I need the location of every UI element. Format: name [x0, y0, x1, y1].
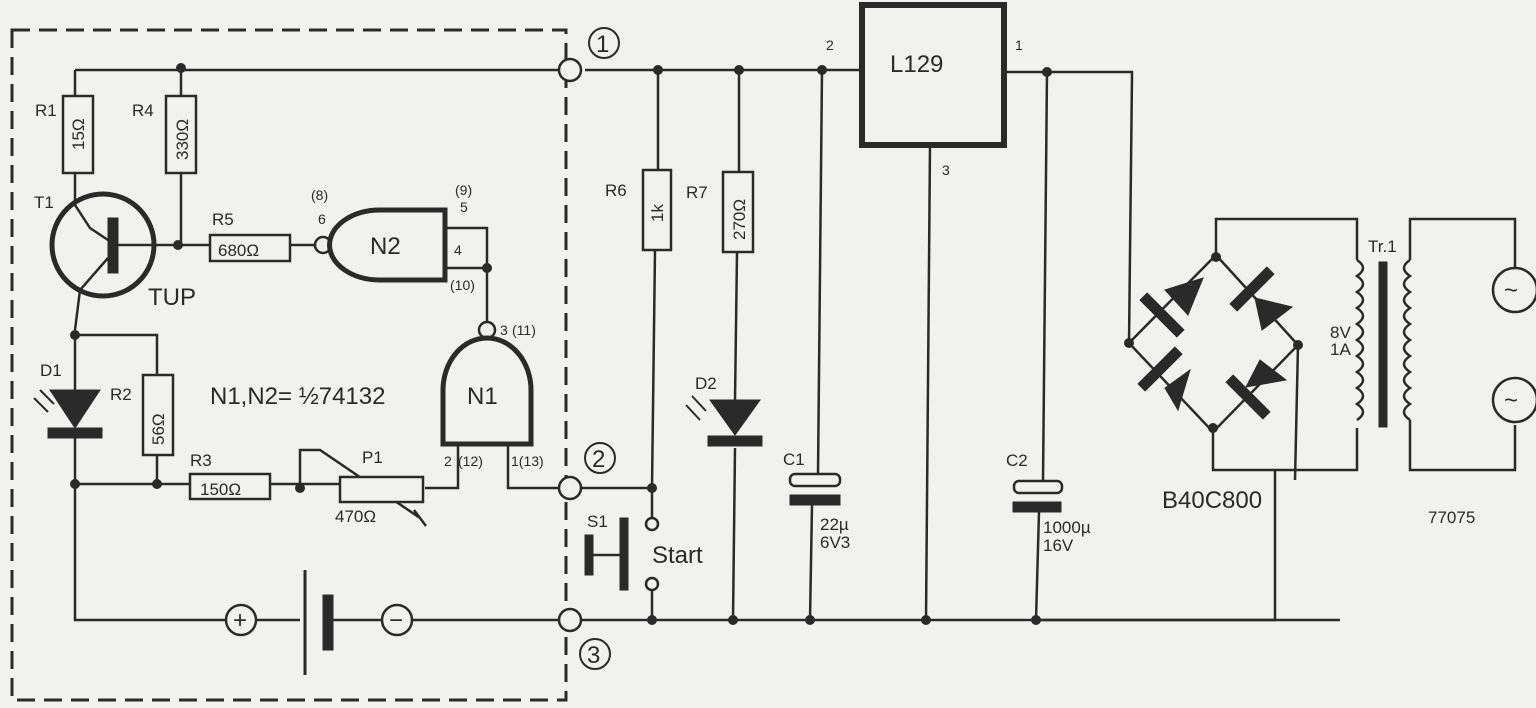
t1-type: TUP — [148, 284, 196, 311]
n2-pin-b-alt: (10) — [450, 277, 475, 293]
c1-voltage: 6V3 — [820, 533, 850, 552]
s1-label: Start — [652, 542, 703, 569]
mains-terminal-1 — [1491, 266, 1536, 314]
resistor-r4 — [164, 94, 198, 175]
l129-pin-in: 2 — [826, 37, 834, 53]
regulator-l129 — [859, 2, 1007, 148]
s1-contact-bottom — [644, 576, 660, 592]
mains-symbol-2: ~ — [1504, 387, 1518, 414]
transformer-current: 1A — [1330, 340, 1351, 359]
bridge-rectifier — [1124, 252, 1303, 434]
resistor-r7 — [721, 170, 755, 254]
r2-value: 56Ω — [149, 413, 168, 445]
r5-ref: R5 — [212, 210, 234, 229]
l129-pin-out: 1 — [1015, 37, 1023, 53]
battery-short-plate — [322, 594, 334, 651]
transformer-ref: Tr.1 — [1368, 237, 1397, 256]
terminal-3 — [557, 607, 583, 633]
battery-plus-terminal — [224, 603, 258, 637]
battery-minus-label: − — [389, 607, 403, 634]
c1-value: 22µ — [820, 515, 849, 534]
n2-pin-a: 5 — [460, 199, 468, 215]
capacitor-c2 — [1012, 479, 1064, 495]
transformer-core — [1378, 261, 1388, 428]
battery-plus-label: + — [233, 607, 247, 634]
mains-symbol-1: ~ — [1504, 277, 1518, 304]
c2-ref: C2 — [1006, 451, 1028, 470]
d1-ref: D1 — [40, 361, 62, 380]
terminal-2-label: 2 — [592, 446, 605, 473]
r1-value: 15Ω — [69, 118, 88, 150]
c2-voltage: 16V — [1043, 536, 1074, 555]
r3-ref: R3 — [190, 451, 212, 470]
ic-note: N1,N2= ½74132 — [210, 383, 385, 410]
l129-label: L129 — [890, 51, 943, 78]
n1-pin-out-alt: (11) — [512, 322, 536, 338]
r3-value: 150Ω — [200, 480, 241, 499]
r6-ref: R6 — [605, 181, 627, 200]
pushbutton-s1[interactable] — [619, 517, 629, 591]
n2-pin-b: 4 — [454, 242, 462, 258]
n2-pin-out-alt: (8) — [311, 187, 328, 203]
d2-ref: D2 — [695, 374, 717, 393]
gate-n2 — [327, 207, 448, 283]
r5-value: 680Ω — [218, 241, 259, 260]
d1-light-rays-icon — [33, 389, 55, 413]
transformer-voltage: 8V — [1330, 323, 1351, 342]
n1-pin-b: 1(13) — [511, 453, 544, 469]
t1-base-bar — [107, 217, 119, 274]
module-boundary — [10, 28, 568, 702]
top-rail — [73, 68, 862, 95]
terminal-1-badge — [588, 27, 620, 59]
n1-pin-a-alt: (12) — [458, 453, 483, 469]
potentiometer-p1 — [338, 475, 425, 504]
led-d1 — [49, 389, 101, 429]
transformer-primary — [1402, 258, 1413, 422]
s1-ref: S1 — [587, 512, 608, 531]
mains-terminal-2 — [1491, 376, 1536, 424]
led-d2 — [709, 399, 761, 436]
c1-ref: C1 — [783, 450, 805, 469]
r7-value: 270Ω — [730, 199, 749, 240]
r6-value: 1k — [648, 204, 667, 222]
r1-ref: R1 — [35, 101, 57, 120]
terminal-3-label: 3 — [587, 642, 600, 669]
transformer-secondary — [1354, 258, 1365, 422]
p1-value: 470Ω — [335, 507, 376, 526]
figure-id: 77075 — [1428, 508, 1475, 527]
n1-pin-a: 2 — [444, 453, 452, 469]
t1-ref: T1 — [34, 193, 54, 212]
d2-light-rays-icon — [685, 395, 707, 421]
n1-label: N1 — [467, 383, 498, 410]
s1-contact-top — [644, 516, 660, 532]
c2-value: 1000µ — [1043, 518, 1091, 537]
terminal-1 — [557, 57, 583, 83]
terminal-2 — [557, 475, 583, 501]
r4-ref: R4 — [132, 101, 154, 120]
resistor-r1 — [61, 94, 95, 175]
gate-n1 — [440, 335, 534, 447]
terminal-1-label: 1 — [596, 31, 609, 58]
resistor-r5 — [208, 233, 292, 263]
resistor-r3 — [188, 472, 272, 501]
r2-ref: R2 — [110, 385, 132, 404]
n2-label: N2 — [370, 233, 401, 260]
capacitor-c1 — [788, 472, 842, 488]
resistor-r6 — [641, 168, 673, 252]
terminal-3-badge — [579, 638, 611, 670]
n1-pin-out: 3 — [500, 322, 508, 338]
terminal-2-badge — [584, 442, 616, 474]
r4-value: 330Ω — [173, 119, 192, 160]
resistor-r2 — [141, 373, 175, 457]
p1-ref: P1 — [362, 448, 383, 467]
bridge-label: B40C800 — [1162, 487, 1262, 514]
r7-ref: R7 — [686, 183, 708, 202]
n2-pin-out: 6 — [318, 211, 326, 227]
l129-pin-gnd: 3 — [942, 162, 950, 178]
n2-pin-a-alt: (9) — [455, 182, 472, 198]
battery-minus-terminal — [380, 603, 414, 637]
